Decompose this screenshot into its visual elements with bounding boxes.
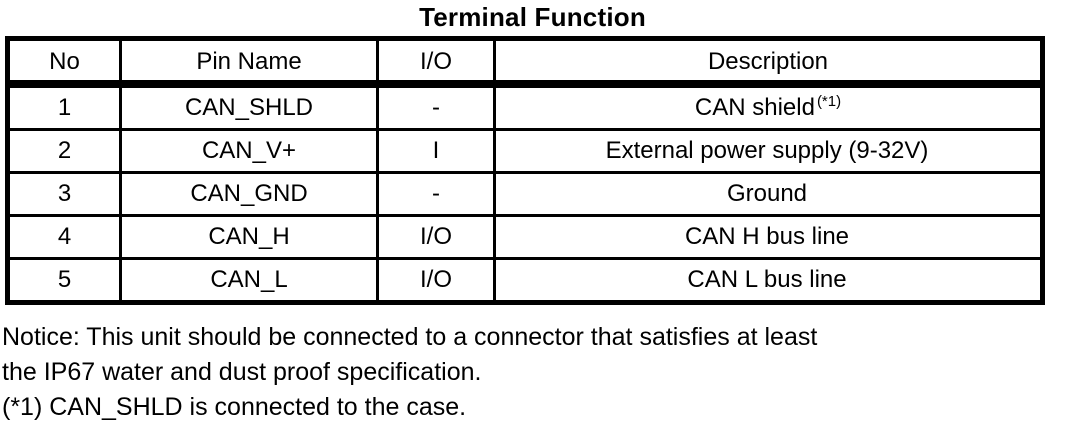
cell-no: 1 [6, 83, 122, 131]
description-text: External power supply (9-32V) [605, 137, 929, 164]
column-header-io: I/O [376, 37, 496, 86]
cell-io: I [376, 128, 496, 174]
table-body: 1 CAN_SHLD - CAN shield(*1) 2 CAN_V+ I E… [6, 83, 1044, 304]
cell-no: 2 [6, 128, 122, 174]
cell-description: CAN L bus line [493, 257, 1044, 304]
table-row: 4 CAN_H I/O CAN H bus line [6, 214, 1044, 260]
column-header-description: Description [493, 37, 1044, 86]
cell-no: 3 [6, 171, 122, 217]
table-row: 5 CAN_L I/O CAN L bus line [6, 257, 1044, 304]
notice-line-2: the IP67 water and dust proof specificat… [2, 358, 482, 386]
cell-io: I/O [376, 257, 496, 304]
cell-io: - [376, 83, 496, 131]
table-header-row: No Pin Name I/O Description [6, 37, 1044, 86]
notice-line-3: (*1) CAN_SHLD is connected to the case. [2, 393, 467, 421]
column-header-no: No [6, 37, 122, 86]
cell-no: 4 [6, 214, 122, 260]
cell-description: Ground [493, 171, 1044, 217]
cell-pin-name: CAN_SHLD [119, 83, 379, 131]
page-title: Terminal Function [419, 2, 646, 32]
description-text: CAN shield [694, 94, 815, 121]
notice-block: Notice: This unit should be connected to… [2, 320, 1065, 425]
cell-description: External power supply (9-32V) [493, 128, 1044, 174]
table-row: 1 CAN_SHLD - CAN shield(*1) [6, 83, 1044, 131]
description-text: CAN L bus line [687, 266, 847, 293]
cell-pin-name: CAN_L [119, 257, 379, 304]
cell-io: - [376, 171, 496, 217]
cell-pin-name: CAN_V+ [119, 128, 379, 174]
table-row: 3 CAN_GND - Ground [6, 171, 1044, 217]
notice-line-1: Notice: This unit should be connected to… [2, 323, 818, 351]
description-text: Ground [726, 180, 808, 207]
cell-pin-name: CAN_H [119, 214, 379, 260]
terminal-function-table-wrapper: No Pin Name I/O Description 1 CAN_SHLD -… [5, 36, 1045, 305]
column-header-pin-name: Pin Name [119, 37, 379, 86]
cell-pin-name: CAN_GND [119, 171, 379, 217]
cell-description: CAN H bus line [493, 214, 1044, 260]
cell-no: 5 [6, 257, 122, 304]
table-row: 2 CAN_V+ I External power supply (9-32V) [6, 128, 1044, 174]
terminal-function-table: No Pin Name I/O Description 1 CAN_SHLD -… [5, 36, 1045, 305]
cell-io: I/O [376, 214, 496, 260]
footnote-marker: (*1) [816, 93, 842, 110]
description-text: CAN H bus line [684, 223, 850, 250]
table-header: No Pin Name I/O Description [6, 37, 1044, 86]
cell-description: CAN shield(*1) [493, 83, 1044, 131]
